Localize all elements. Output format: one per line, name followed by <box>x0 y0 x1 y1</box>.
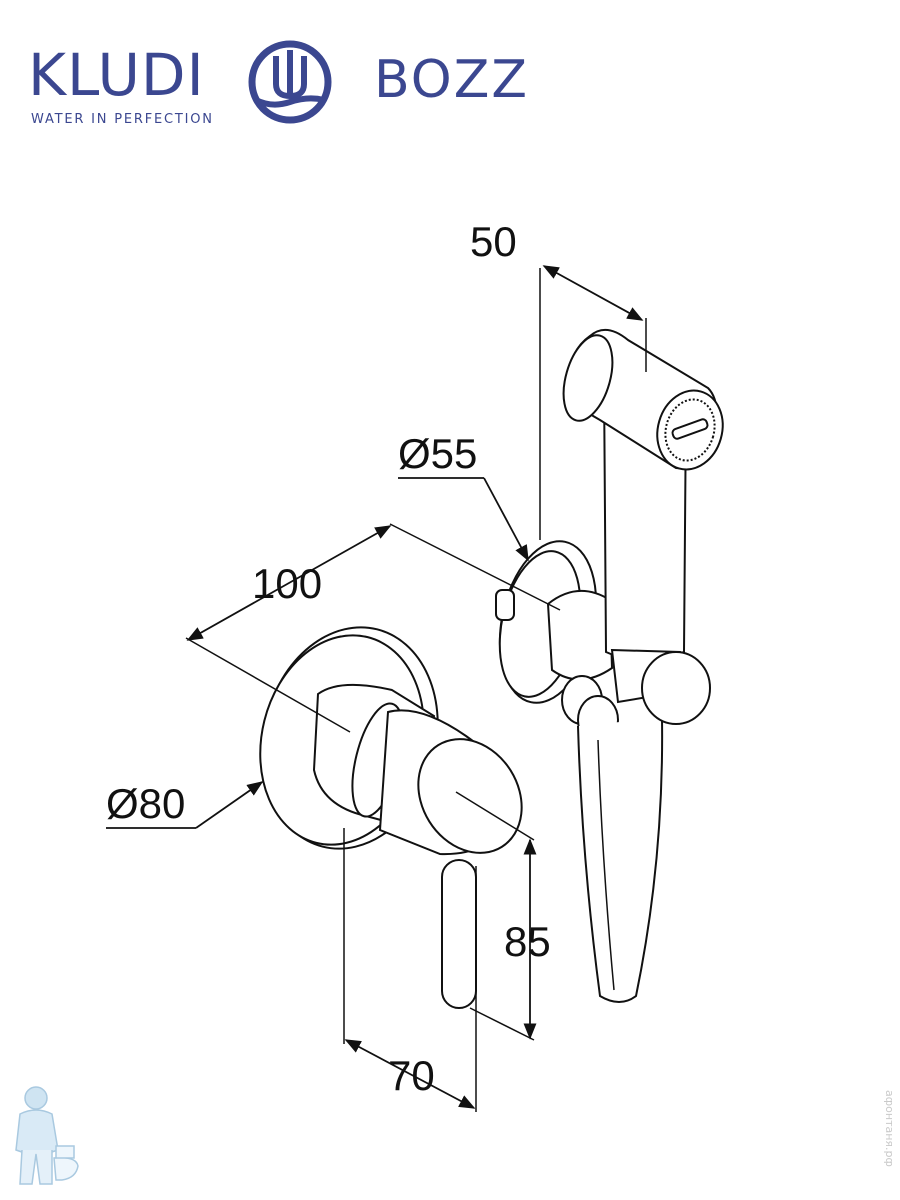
dim-100-line <box>186 525 392 641</box>
shower-head-back <box>562 334 614 422</box>
plumber-mascot-icon <box>15 1086 79 1185</box>
nozzle-slot <box>671 418 709 440</box>
dim-50-label: 50 <box>470 218 517 265</box>
mixer-cap-face <box>417 738 523 854</box>
site-watermark: афонтаня.рф <box>883 1090 892 1167</box>
hose <box>577 717 664 1003</box>
product-name: BOZZ <box>374 50 529 110</box>
dim-55-label: Ø55 <box>398 430 477 477</box>
hand-shower <box>562 329 724 725</box>
mixer-lever <box>441 859 477 1009</box>
dim-80-label: Ø80 <box>106 780 185 827</box>
kludi-emblem-icon <box>248 40 332 124</box>
dim-70-label: 70 <box>388 1052 435 1099</box>
mixer-valve <box>259 626 523 1009</box>
tagline: WATER IN PERFECTION <box>31 112 214 127</box>
watermark-text: афонтаня.рф <box>883 1090 892 1167</box>
dim-100-extension-left <box>185 637 351 733</box>
dim-85-label: 85 <box>504 918 551 965</box>
holder-outlet <box>495 540 619 745</box>
dim-85-extension-top <box>455 791 535 841</box>
dim-100-label: 100 <box>252 560 322 607</box>
holder-arm <box>546 589 614 681</box>
dim-85-extension-bottom <box>469 1007 535 1041</box>
outlet-stub <box>495 589 515 621</box>
header: KLUDI BOZZ WATER IN PERFECTION <box>0 0 900 140</box>
dim-70-line <box>344 1039 476 1109</box>
bracket-knob <box>641 651 711 725</box>
brand-name: KLUDI <box>28 41 205 109</box>
dim-100-extension-right <box>389 523 561 611</box>
dim-50-line <box>542 265 644 321</box>
